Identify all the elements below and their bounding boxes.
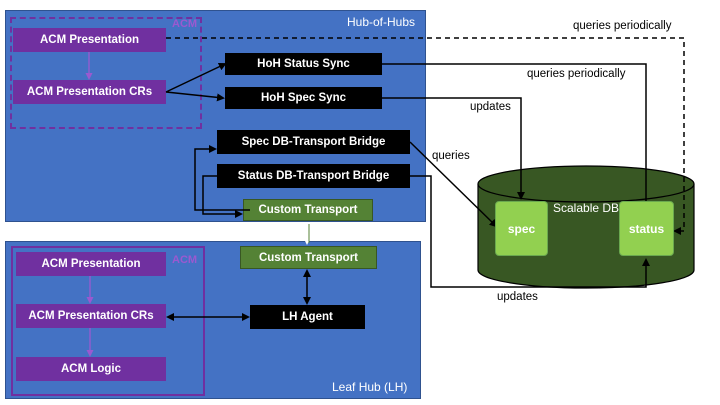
label-queries-periodically-top: queries periodically xyxy=(573,20,672,32)
label-queries: queries xyxy=(432,150,470,162)
hub-acm-presentation-crs[interactable]: ACM Presentation CRs xyxy=(13,80,166,104)
crs-to-spec-sync xyxy=(165,91,225,102)
hub-acm-tag: ACM xyxy=(172,18,198,30)
label-queries-periodically: queries periodically xyxy=(527,68,626,80)
status-db-transport-bridge[interactable]: Status DB-Transport Bridge xyxy=(217,164,410,188)
leaf-acm-presentation-crs[interactable]: ACM Presentation CRs xyxy=(16,304,166,328)
hoh-spec-sync[interactable]: HoH Spec Sync xyxy=(225,87,382,109)
leaf-acm-logic[interactable]: ACM Logic xyxy=(16,357,166,381)
spec-db-transport-bridge[interactable]: Spec DB-Transport Bridge xyxy=(217,130,410,154)
status-sync-to-status xyxy=(382,63,650,218)
hub-of-hubs-title: Hub-of-Hubs xyxy=(347,15,416,29)
hub-acm-presentation[interactable]: ACM Presentation xyxy=(13,28,166,52)
db-status[interactable]: status xyxy=(619,201,674,256)
transport-to-spec-bridge xyxy=(194,145,250,211)
hub-acm-frame xyxy=(10,17,202,129)
status-bridge-to-status xyxy=(410,175,650,288)
label-updates-bottom: updates xyxy=(497,291,538,303)
dashed-queries-periodically xyxy=(166,37,685,235)
spec-bridge-to-spec xyxy=(409,141,498,228)
leaf-acm-presentation[interactable]: ACM Presentation xyxy=(16,252,166,276)
status-bridge-to-transport xyxy=(202,175,243,218)
crs-to-status-sync xyxy=(165,62,227,93)
leaf-custom-transport[interactable]: Custom Transport xyxy=(240,246,377,269)
leaf-acm-tag: ACM xyxy=(172,254,198,266)
spec-sync-to-spec xyxy=(382,97,525,200)
hoh-status-sync[interactable]: HoH Status Sync xyxy=(225,53,382,75)
hub-custom-transport[interactable]: Custom Transport xyxy=(243,199,373,221)
label-updates-top: updates xyxy=(470,101,511,113)
lh-agent[interactable]: LH Agent xyxy=(250,305,365,329)
leaf-acm-frame xyxy=(11,246,205,396)
scalable-db-title: Scalable DB xyxy=(553,201,620,215)
db-spec[interactable]: spec xyxy=(495,201,548,256)
leaf-hub-title: Leaf Hub (LH) xyxy=(332,380,408,394)
